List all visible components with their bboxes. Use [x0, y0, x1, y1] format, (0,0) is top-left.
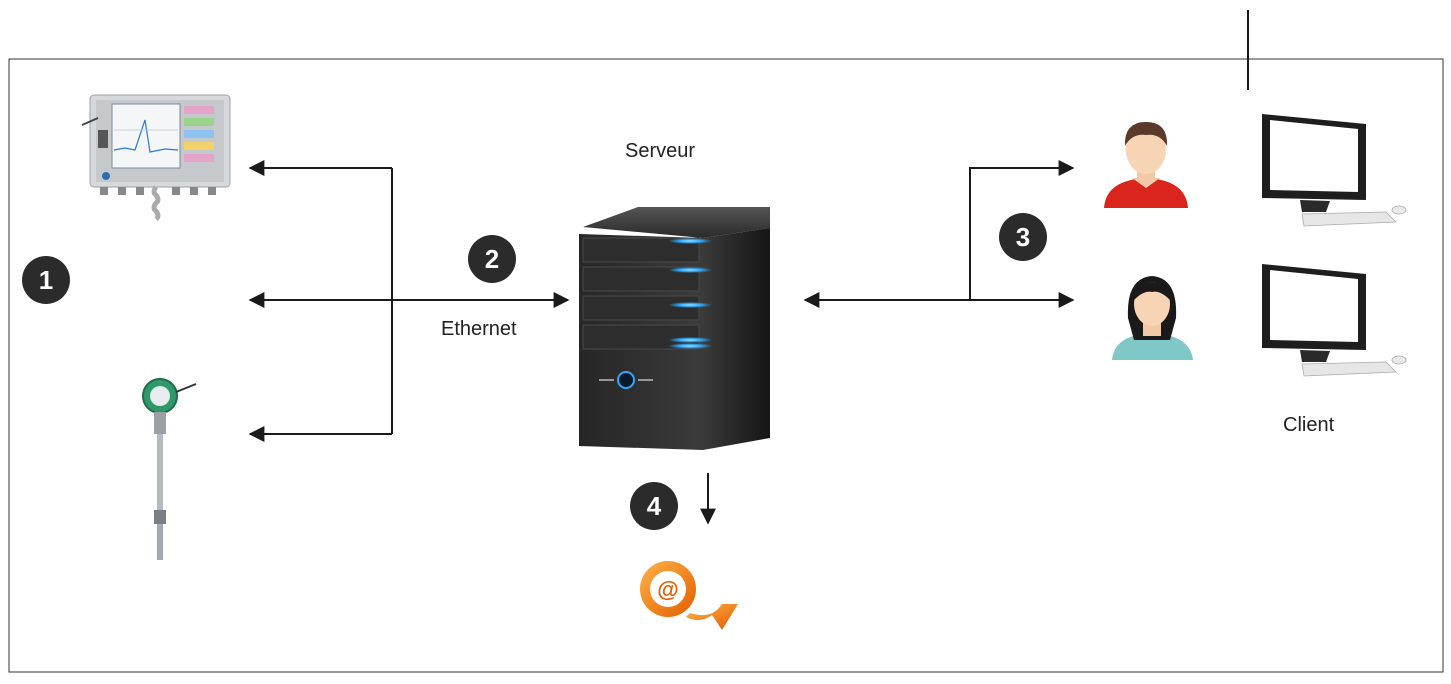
device-bus-lines: [248, 160, 570, 442]
email-icon: @: [640, 561, 738, 630]
client-bus-lines: [803, 160, 1075, 308]
male-user-icon: [1104, 122, 1188, 208]
client-label: Client: [1283, 414, 1335, 436]
desktop-computer-icon: [1262, 264, 1407, 377]
ethernet-label: Ethernet: [441, 318, 517, 340]
badge-users: 3: [999, 213, 1047, 261]
server-label: Serveur: [625, 140, 696, 162]
svg-text:@: @: [657, 577, 678, 602]
badge-email: 4: [630, 482, 678, 530]
data-logger-icon: [81, 94, 231, 221]
flow-sensor-icon: [142, 378, 197, 560]
diagram-frame: [8, 10, 1444, 673]
badge-devices: 1: [22, 256, 70, 304]
badge-network: 2: [468, 235, 516, 283]
desktop-computer-icon: [1262, 114, 1407, 227]
female-user-icon: [1112, 276, 1193, 360]
server-icon: [579, 207, 770, 450]
